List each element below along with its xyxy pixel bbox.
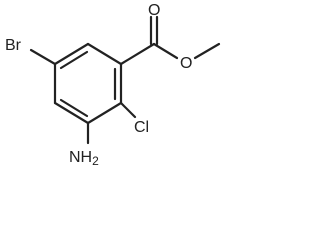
- amino-subscript-text: 2: [92, 154, 99, 168]
- chemical-structure: O O Br Cl NH2: [5, 2, 221, 168]
- ring-bond-c5-c6: [53, 42, 90, 66]
- ring-bond-c2-c3: [86, 101, 123, 125]
- bond-ring-to-chlorine: [119, 101, 137, 119]
- ring-double-bond-c5-c6-inner: [59, 50, 89, 70]
- ring-double-bond-c3-c4-inner: [59, 98, 89, 118]
- amino-label: NH2: [69, 149, 99, 168]
- bromine-label: Br: [5, 37, 22, 54]
- bond-ring-to-bromine: [29, 48, 57, 66]
- bond-carbonyl-to-ester-oxygen: [152, 42, 179, 60]
- carbonyl-oxygen-label: O: [148, 2, 160, 19]
- ring-bond-c6-c1: [86, 42, 123, 66]
- chlorine-label: Cl: [134, 119, 149, 136]
- ester-oxygen-label: O: [180, 55, 192, 72]
- amino-nh-text: NH: [69, 149, 92, 166]
- structure-drawing: O O Br Cl NH2: [5, 2, 221, 168]
- bond-ring-to-carbonyl-carbon: [119, 42, 156, 66]
- ring-bond-c3-c4: [53, 101, 90, 125]
- bond-ester-oxygen-to-methyl: [193, 42, 221, 60]
